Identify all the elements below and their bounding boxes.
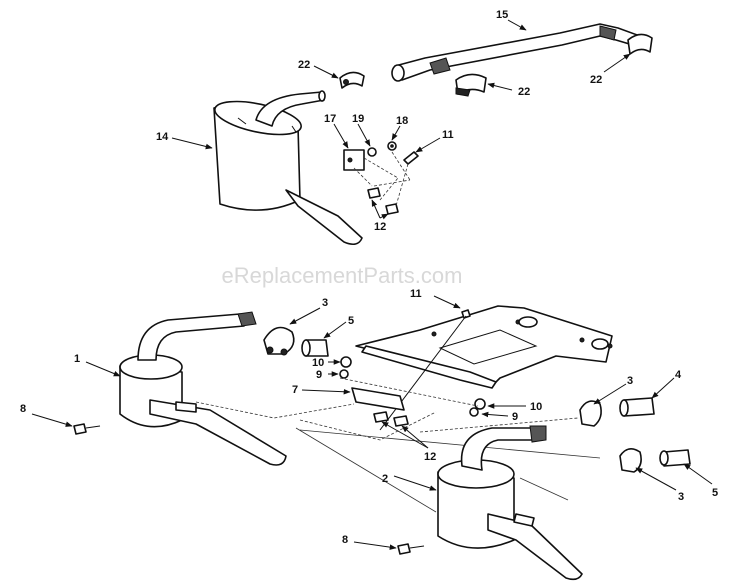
callout-1: 1 [74, 353, 80, 365]
washer-18 [387, 141, 397, 151]
callout-3-left: 3 [322, 297, 328, 309]
screw-8-right [397, 543, 425, 555]
clamp-22-right [627, 33, 653, 55]
callout-15: 15 [496, 9, 508, 21]
bracket-7 [351, 387, 405, 411]
callout-8-right: 8 [342, 534, 348, 546]
callout-22-right: 22 [590, 74, 602, 86]
callout-8-left: 8 [20, 403, 26, 415]
bolt-11-lower [379, 309, 471, 431]
callout-11-upper: 11 [442, 129, 454, 141]
mounting-plate [355, 305, 613, 389]
tail-pipe-5-right [659, 449, 691, 467]
screw-8-left [73, 423, 101, 435]
clip-12-lower [373, 411, 409, 427]
muffler-2 [437, 425, 583, 581]
tail-pipe-5-left [301, 339, 329, 357]
callout-9-left: 9 [316, 369, 322, 381]
callout-19: 19 [352, 113, 364, 125]
lower-dashed-guides [195, 377, 601, 513]
callout-22-middle: 22 [518, 86, 530, 98]
clamp-22-middle [455, 73, 487, 97]
washer-10-left [340, 356, 352, 368]
callout-11-lower: 11 [410, 288, 422, 300]
callout-5-left: 5 [348, 315, 354, 327]
callout-14: 14 [156, 131, 169, 143]
callout-10-right: 10 [530, 401, 542, 413]
callout-7: 7 [292, 384, 298, 396]
callout-17: 17 [324, 113, 336, 125]
callout-9-right: 9 [512, 411, 518, 423]
tail-pipe-15 [391, 23, 641, 82]
callout-4: 4 [675, 369, 682, 381]
muffler-14 [213, 90, 363, 246]
callout-5-right: 5 [712, 487, 718, 499]
leader-lines [31, 19, 713, 550]
nut-9-right [469, 407, 479, 417]
bolt-11-upper [403, 151, 419, 165]
clip-12-upper [367, 187, 399, 215]
callout-2: 2 [382, 473, 388, 485]
callout-12-upper: 12 [374, 221, 386, 233]
nut-9-left [339, 369, 349, 379]
callout-18: 18 [396, 115, 408, 127]
clamp-3-left [263, 326, 295, 356]
washer-10-right [474, 398, 486, 410]
upper-dashed-guides [353, 151, 411, 207]
callout-3-lower-right: 3 [678, 491, 684, 503]
callout-10-left: 10 [312, 357, 324, 369]
bracket-17 [343, 149, 365, 171]
callout-12-lower: 12 [424, 451, 436, 463]
clamp-22-left [339, 71, 365, 89]
muffler-1 [119, 311, 287, 466]
watermark: eReplacementParts.com [222, 263, 463, 288]
callout-3-upper-right: 3 [627, 375, 633, 387]
nut-19 [367, 147, 377, 157]
callout-22-left: 22 [298, 59, 310, 71]
clamp-3-upper-right [579, 400, 602, 427]
pipe-4 [619, 397, 655, 417]
